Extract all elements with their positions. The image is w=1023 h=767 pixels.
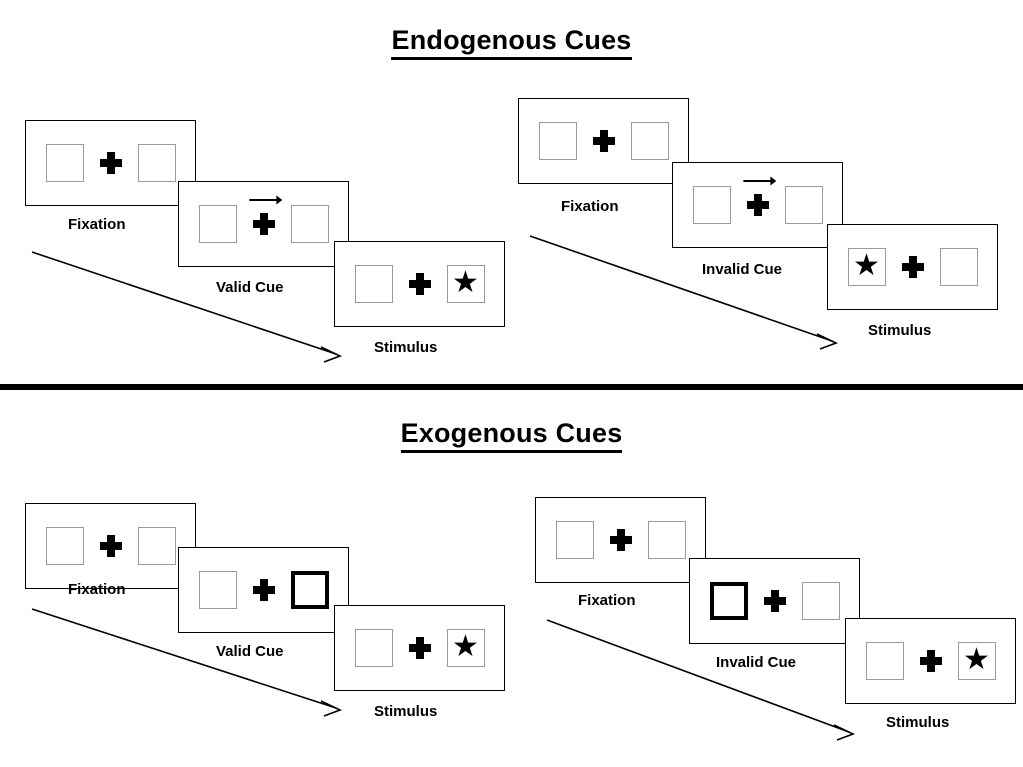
panel-endogenous-invalid-fixation[interactable]	[518, 98, 689, 184]
arrow-right-icon	[742, 175, 776, 187]
right-placeholder-box	[939, 248, 978, 286]
right-target-box: ★	[446, 629, 485, 667]
panel-exogenous-valid-stimulus[interactable]: ★	[334, 605, 505, 691]
right-placeholder-box	[630, 122, 669, 160]
star-icon: ★	[853, 249, 880, 282]
panel-endogenous-valid-cue[interactable]	[178, 181, 349, 267]
fixation-cross-icon	[248, 195, 282, 235]
left-cue-box-highlighted	[709, 582, 748, 620]
right-target-box: ★	[446, 265, 485, 303]
fixation-cross-icon	[742, 176, 776, 216]
right-placeholder-box	[801, 582, 840, 620]
left-placeholder-box	[555, 521, 594, 559]
fixation-cross-icon	[609, 529, 632, 551]
caption-endogenous-valid-cue: Valid Cue	[216, 279, 284, 296]
panel-contents	[198, 571, 329, 609]
panel-contents	[692, 176, 823, 224]
caption-exogenous-valid-stimulus: Stimulus	[374, 703, 438, 720]
fixation-cross-icon	[919, 650, 942, 672]
panel-contents: ★	[354, 629, 485, 667]
caption-exogenous-valid-cue: Valid Cue	[216, 643, 284, 660]
panel-contents	[709, 582, 840, 620]
panel-contents	[45, 144, 176, 182]
caption-exogenous-invalid-stimulus: Stimulus	[886, 714, 950, 731]
left-placeholder-box	[45, 144, 84, 182]
section-title-endogenous: Endogenous Cues	[0, 25, 1023, 60]
panel-contents	[45, 527, 176, 565]
panel-endogenous-valid-fixation[interactable]	[25, 120, 196, 206]
panel-exogenous-invalid-fixation[interactable]	[535, 497, 706, 583]
caption-exogenous-invalid-cue: Invalid Cue	[716, 654, 797, 671]
right-placeholder-box	[137, 527, 176, 565]
left-placeholder-box	[354, 629, 393, 667]
panel-endogenous-invalid-cue[interactable]	[672, 162, 843, 248]
panel-endogenous-valid-stimulus[interactable]: ★	[334, 241, 505, 327]
panel-contents	[198, 195, 329, 243]
right-placeholder-box	[784, 186, 823, 224]
fixation-cross-icon	[901, 256, 924, 278]
caption-endogenous-invalid-stimulus: Stimulus	[868, 322, 932, 339]
caption-endogenous-valid-stimulus: Stimulus	[374, 339, 438, 356]
fixation-cross-icon	[592, 130, 615, 152]
panel-exogenous-invalid-stimulus[interactable]: ★	[845, 618, 1016, 704]
star-icon: ★	[963, 643, 990, 676]
caption-endogenous-valid-fixation: Fixation	[68, 216, 126, 233]
fixation-cross-icon	[99, 535, 122, 557]
caption-endogenous-invalid-cue: Invalid Cue	[702, 261, 783, 278]
fixation-cross-icon	[408, 637, 431, 659]
panel-contents: ★	[354, 265, 485, 303]
left-target-box: ★	[847, 248, 886, 286]
left-placeholder-box	[538, 122, 577, 160]
right-cue-box-highlighted	[290, 571, 329, 609]
section-title-exogenous-text: Exogenous Cues	[400, 418, 623, 453]
panel-endogenous-invalid-stimulus[interactable]: ★	[827, 224, 998, 310]
arrow-right-icon	[248, 194, 282, 206]
caption-endogenous-invalid-fixation: Fixation	[561, 198, 619, 215]
star-icon: ★	[452, 630, 479, 663]
left-placeholder-box	[198, 571, 237, 609]
right-placeholder-box	[647, 521, 686, 559]
fixation-cross-icon	[252, 579, 275, 601]
right-target-box: ★	[957, 642, 996, 680]
section-divider	[0, 384, 1023, 390]
left-placeholder-box	[865, 642, 904, 680]
right-placeholder-box	[137, 144, 176, 182]
panel-contents: ★	[865, 642, 996, 680]
panel-contents	[538, 122, 669, 160]
caption-exogenous-valid-fixation: Fixation	[68, 581, 126, 598]
panel-exogenous-valid-fixation[interactable]	[25, 503, 196, 589]
panel-contents: ★	[847, 248, 978, 286]
right-placeholder-box	[290, 205, 329, 243]
left-placeholder-box	[198, 205, 237, 243]
fixation-cross-icon	[99, 152, 122, 174]
time-flow-arrow-endogenous-valid	[30, 250, 350, 365]
section-title-exogenous: Exogenous Cues	[0, 418, 1023, 453]
panel-exogenous-invalid-cue[interactable]	[689, 558, 860, 644]
panel-exogenous-valid-cue[interactable]	[178, 547, 349, 633]
left-placeholder-box	[354, 265, 393, 303]
panel-contents	[555, 521, 686, 559]
fixation-cross-icon	[408, 273, 431, 295]
section-title-endogenous-text: Endogenous Cues	[391, 25, 632, 60]
caption-exogenous-invalid-fixation: Fixation	[578, 592, 636, 609]
left-placeholder-box	[45, 527, 84, 565]
fixation-cross-icon	[763, 590, 786, 612]
left-placeholder-box	[692, 186, 731, 224]
star-icon: ★	[452, 266, 479, 299]
time-flow-arrow-endogenous-invalid	[528, 234, 848, 352]
